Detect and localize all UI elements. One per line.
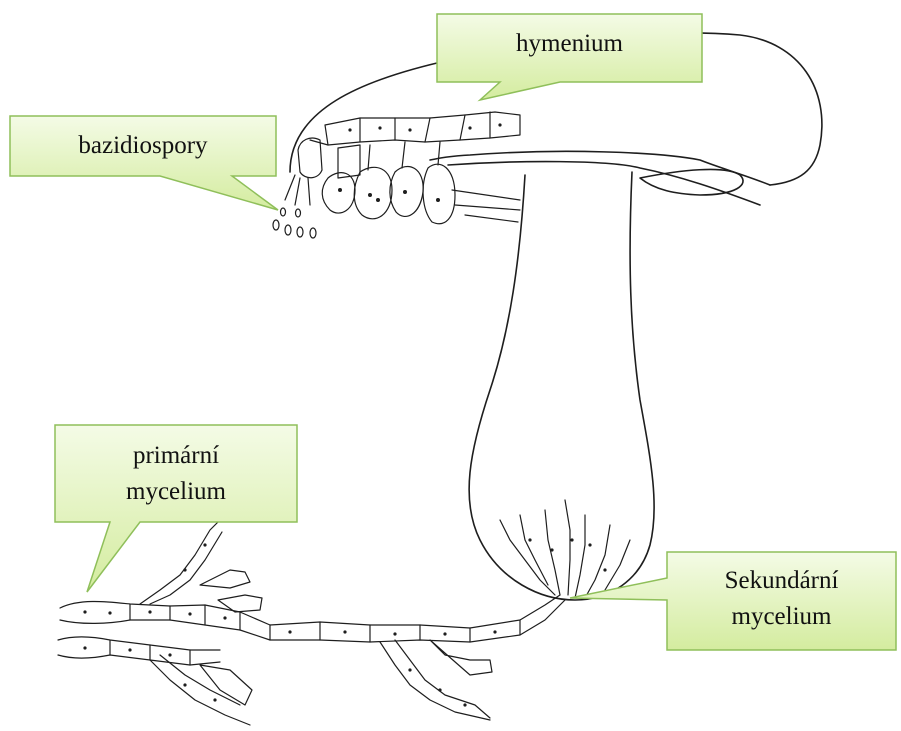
basidiospores: [273, 175, 316, 238]
hymenium-label: hymenium: [437, 26, 702, 62]
primarni-line1: primární: [55, 438, 297, 474]
bazidiospory-label: bazidiospory: [10, 128, 276, 164]
sekundarni-line2: mycelium: [667, 599, 896, 635]
sekundarni-line1: Sekundární: [667, 563, 896, 599]
sekundarni-mycelium-label: Sekundární mycelium: [667, 563, 896, 636]
primarni-mycelium-label: primární mycelium: [55, 438, 297, 511]
mushroom-stipe: [469, 172, 654, 600]
hyphae-network: [58, 522, 565, 725]
primarni-line2: mycelium: [55, 474, 297, 510]
